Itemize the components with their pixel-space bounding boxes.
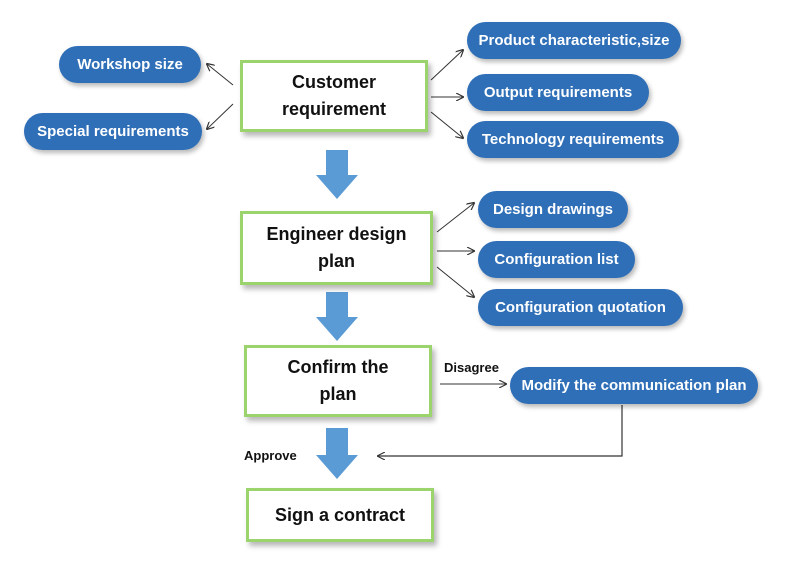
pill-product-characteristic: Product characteristic,size <box>467 22 681 59</box>
pill-workshop-size-label: Workshop size <box>77 56 183 73</box>
pill-modify-communication-plan-label: Modify the communication plan <box>521 377 747 394</box>
connector-workshop-size <box>207 64 234 86</box>
pill-technology-requirements-label: Technology requirements <box>481 131 665 148</box>
pill-special-requirements-label: Special requirements <box>37 123 189 140</box>
connector-return-loop <box>378 405 623 456</box>
label-approve: Approve <box>244 448 297 463</box>
connector-configuration-quotation <box>436 266 474 297</box>
step-sign-contract: Sign a contract <box>246 488 434 542</box>
step-confirm-plan-label: Confirm the plan <box>287 357 389 404</box>
connector-product-characteristic <box>430 50 463 81</box>
step-customer-requirement-label: Customer requirement <box>281 72 387 119</box>
flow-arrow-1 <box>316 150 358 199</box>
pill-design-drawings: Design drawings <box>478 191 628 228</box>
pill-configuration-quotation: Configuration quotation <box>478 289 683 326</box>
pill-technology-requirements: Technology requirements <box>467 121 679 158</box>
step-sign-contract-label: Sign a contract <box>274 504 406 525</box>
pill-modify-communication-plan: Modify the communication plan <box>510 367 758 404</box>
label-disagree: Disagree <box>444 360 499 375</box>
step-engineer-design-plan: Engineer design plan <box>240 211 433 285</box>
connector-design-drawings <box>436 203 474 233</box>
pill-output-requirements: Output requirements <box>467 74 649 111</box>
pill-design-drawings-label: Design drawings <box>492 201 614 218</box>
pill-output-requirements-label: Output requirements <box>483 84 633 101</box>
connector-technology-requirements <box>430 111 463 138</box>
pill-product-characteristic-label: Product characteristic,size <box>478 32 670 49</box>
pill-configuration-list-label: Configuration list <box>494 251 619 268</box>
step-confirm-plan: Confirm the plan <box>244 345 432 417</box>
step-engineer-design-plan-label: Engineer design plan <box>266 224 407 271</box>
flow-arrow-3 <box>316 428 358 479</box>
flow-arrow-2 <box>316 292 358 341</box>
pill-configuration-quotation-label: Configuration quotation <box>495 299 666 316</box>
pill-special-requirements: Special requirements <box>24 113 202 150</box>
pill-workshop-size: Workshop size <box>59 46 201 83</box>
step-customer-requirement: Customer requirement <box>240 60 428 132</box>
connector-special-requirements <box>207 103 234 129</box>
pill-configuration-list: Configuration list <box>478 241 635 278</box>
